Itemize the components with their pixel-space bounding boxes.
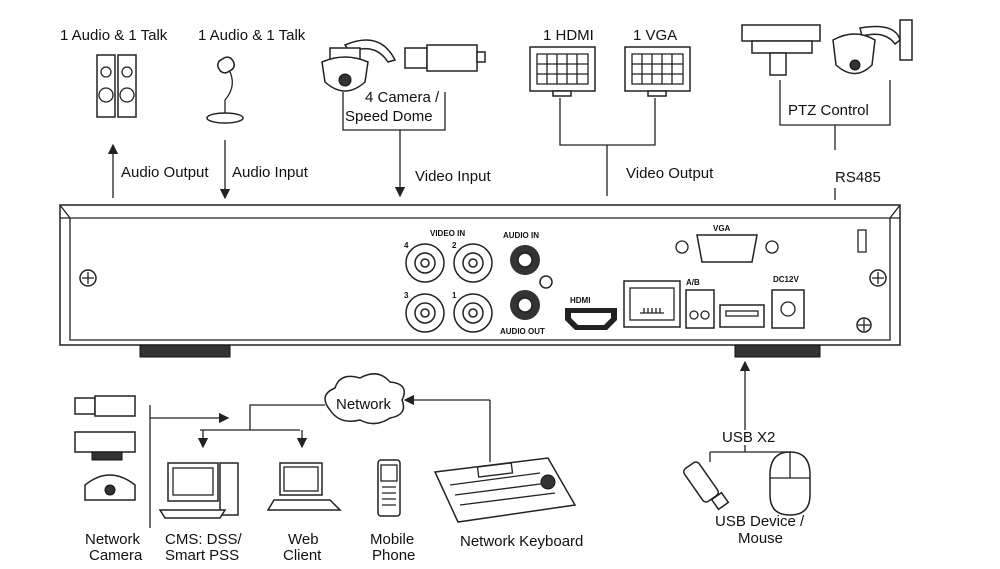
channel-3-label: 3	[404, 291, 409, 300]
channel-4-label: 4	[404, 241, 409, 250]
ptz-control-label: PTZ Control	[788, 102, 869, 119]
network-camera-label-2: Camera	[89, 547, 143, 564]
network-cloud-icon: Network	[324, 373, 405, 425]
cms-computer-icon	[158, 462, 239, 519]
usb-x2-label: USB X2	[722, 429, 775, 446]
ethernet-port	[623, 280, 681, 328]
vga-port-label: VGA	[713, 224, 731, 233]
vga-port: VGA	[675, 224, 779, 263]
usb-mouse-icon	[769, 451, 811, 516]
network-label: Network	[336, 396, 392, 413]
audio-output-label: Audio Output	[121, 164, 209, 181]
web-client-label-2: Client	[283, 547, 322, 564]
mobile-phone-label-1: Mobile	[370, 531, 414, 548]
usb-flash-drive-icon	[682, 461, 730, 511]
network-keyboard-label: Network Keyboard	[460, 533, 583, 550]
web-client-laptop-icon	[266, 462, 342, 511]
ptz-camera-icon	[741, 19, 913, 76]
speaker-icon	[96, 54, 137, 118]
camera-label-line1: 4 Camera /	[365, 89, 440, 106]
hdmi-port: HDMI	[565, 296, 617, 330]
cms-label-1: CMS: DSS/	[165, 531, 243, 548]
hdmi-monitor-icon	[529, 46, 596, 97]
microphone-icon	[206, 56, 244, 124]
ab-label: A/B	[686, 278, 700, 287]
video-output-label: Video Output	[626, 165, 714, 182]
vga-monitor-label: 1 VGA	[633, 27, 677, 44]
mobile-phone-label-2: Phone	[372, 547, 415, 564]
cms-label-2: Smart PSS	[165, 547, 239, 564]
usb-device-label-2: Mouse	[738, 530, 783, 547]
rs485-label: RS485	[835, 169, 881, 186]
bullet-camera-icon	[404, 44, 486, 72]
audio-input-label: Audio Input	[232, 164, 309, 181]
hdmi-monitor-label: 1 HDMI	[543, 27, 594, 44]
video-input-label: Video Input	[415, 168, 491, 185]
audio-in-label: AUDIO IN	[503, 231, 539, 240]
power-port: DC12V	[771, 275, 805, 329]
vga-monitor-icon	[624, 46, 691, 97]
network-keyboard-icon	[433, 457, 577, 523]
usb-port	[719, 304, 765, 328]
camera-label-line2: Speed Dome	[345, 108, 433, 125]
channel-2-label: 2	[452, 241, 457, 250]
network-camera-label-1: Network	[85, 531, 141, 548]
network-camera-icon	[74, 395, 136, 501]
dc12v-label: DC12V	[773, 275, 799, 284]
audio-ports: AUDIO IN AUDIO OUT	[500, 231, 553, 336]
audio-input-device-label: 1 Audio & 1 Talk	[198, 27, 306, 44]
channel-1-label: 1	[452, 291, 457, 300]
audio-output-device-label: 1 Audio & 1 Talk	[60, 27, 168, 44]
video-in-bnc-ports: VIDEO IN 4 2 3 1	[404, 229, 493, 333]
video-in-label: VIDEO IN	[430, 229, 465, 238]
hdmi-port-label: HDMI	[570, 296, 590, 305]
audio-out-label: AUDIO OUT	[500, 327, 545, 336]
mobile-phone-icon	[377, 459, 401, 517]
rs485-port: A/B	[685, 278, 715, 329]
web-client-label-1: Web	[288, 531, 319, 548]
usb-device-label-1: USB Device /	[715, 513, 805, 530]
speed-dome-camera-icon	[321, 39, 397, 92]
